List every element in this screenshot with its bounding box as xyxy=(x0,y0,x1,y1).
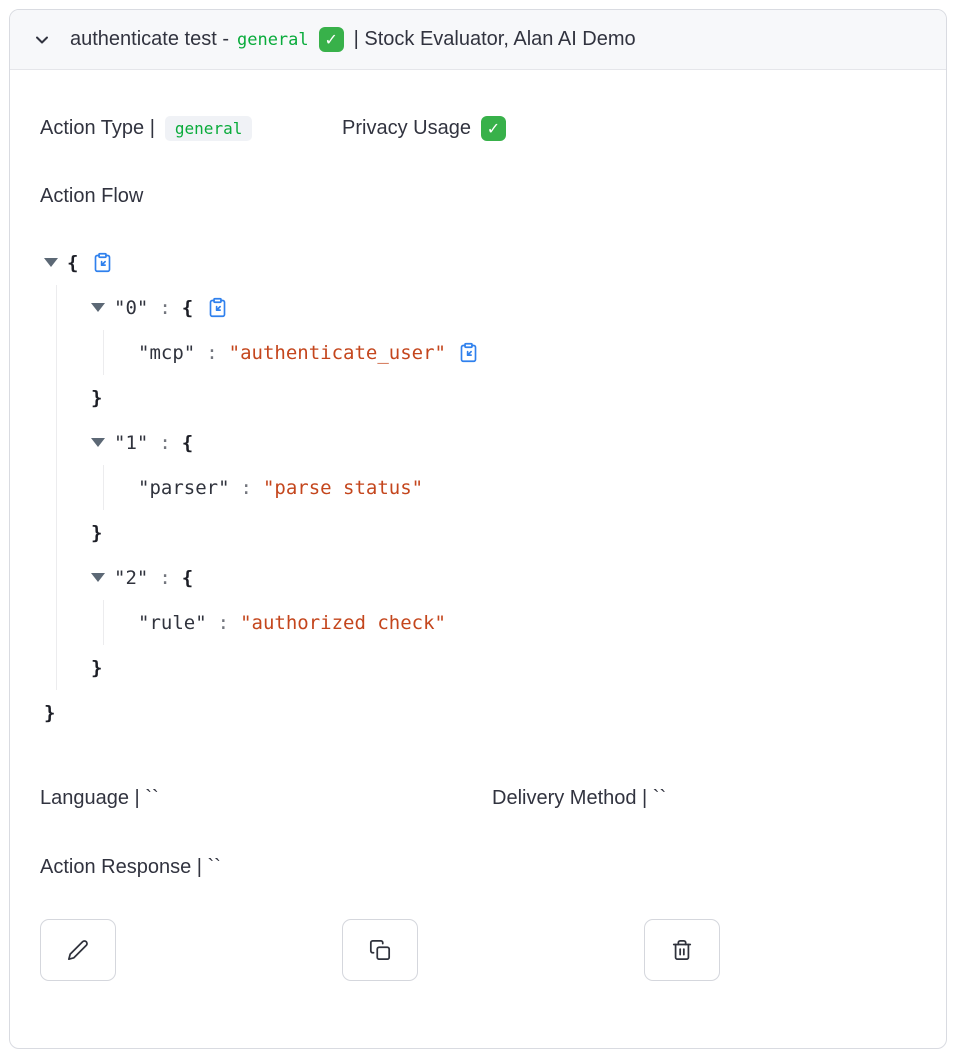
open-brace: { xyxy=(67,251,79,274)
close-brace: } xyxy=(91,386,103,409)
json-colon: : xyxy=(217,611,230,634)
json-viewer: { "0" : { "mcp" xyxy=(44,240,916,735)
json-key: "2" xyxy=(114,566,149,589)
json-value: "authorized check" xyxy=(240,611,446,634)
json-node-children: "parser" : "parse status" xyxy=(103,465,916,510)
expander-header[interactable]: authenticate test - general ✓ | Stock Evalu… xyxy=(10,10,946,70)
json-key: "mcp" xyxy=(138,341,196,364)
collapse-triangle-icon[interactable] xyxy=(91,438,105,447)
collapse-triangle-icon[interactable] xyxy=(91,303,105,312)
json-node-open-line: "0" : { xyxy=(91,285,916,330)
check-icon: ✓ xyxy=(480,116,506,141)
json-node-close-line: } xyxy=(91,645,916,690)
open-brace: { xyxy=(181,296,194,319)
close-brace: } xyxy=(91,656,103,679)
action-type-label: Action Type | xyxy=(40,117,155,139)
trash-icon xyxy=(671,939,693,961)
close-brace: } xyxy=(44,701,56,724)
json-key: "parser" xyxy=(138,476,230,499)
expander-title: authenticate test - general ✓ | Stock Evalu… xyxy=(70,27,636,52)
copy-icon xyxy=(369,939,391,961)
expander-body: Action Type | general Privacy Usage ✓ Ac… xyxy=(10,70,946,1011)
pencil-icon xyxy=(67,939,89,961)
json-colon: : xyxy=(240,476,252,499)
close-brace: } xyxy=(91,521,103,544)
json-colon: : xyxy=(159,431,171,454)
copy-json-icon[interactable] xyxy=(207,297,228,318)
json-colon: : xyxy=(159,566,171,589)
title-prefix: authenticate test - xyxy=(70,28,229,50)
json-leaf-line: "rule" : "authorized check" xyxy=(138,600,916,645)
copy-button[interactable] xyxy=(342,919,418,981)
button-row xyxy=(40,919,916,981)
json-value: "authenticate_user" xyxy=(228,341,446,364)
meta-row: Action Type | general Privacy Usage ✓ xyxy=(40,116,916,141)
check-glyph: ✓ xyxy=(324,31,338,49)
check-icon: ✓ xyxy=(318,27,344,52)
json-root-close-line: } xyxy=(44,690,916,735)
json-node-close-line: } xyxy=(91,375,916,420)
response-row: Action Response | `` xyxy=(40,856,916,879)
json-leaf-line: "mcp" : "authenticate_user" xyxy=(138,330,916,375)
fields-row: Language | `` Delivery Method | `` xyxy=(40,787,916,810)
open-brace: { xyxy=(181,431,194,454)
title-suffix: | Stock Evaluator, Alan AI Demo xyxy=(353,28,636,50)
privacy-usage-field: Privacy Usage ✓ xyxy=(342,116,506,141)
collapse-triangle-icon[interactable] xyxy=(44,258,58,267)
open-brace: { xyxy=(181,566,194,589)
language-label: Language | `` xyxy=(40,787,159,809)
json-node-open-line: "2" : { xyxy=(91,555,916,600)
action-type-value: general xyxy=(164,116,253,141)
check-glyph: ✓ xyxy=(486,120,501,138)
delete-button[interactable] xyxy=(644,919,720,981)
edit-button[interactable] xyxy=(40,919,116,981)
action-flow-label: Action Flow xyxy=(40,185,144,207)
json-key: "1" xyxy=(114,431,149,454)
json-root-children: "0" : { "mcp" : "authenticate_user" xyxy=(56,285,916,690)
privacy-usage-label: Privacy Usage xyxy=(342,117,471,139)
json-node-children: "rule" : "authorized check" xyxy=(103,600,916,645)
delivery-method-label: Delivery Method | `` xyxy=(492,787,667,809)
chevron-down-icon[interactable] xyxy=(32,30,52,50)
json-colon: : xyxy=(159,296,171,319)
json-colon: : xyxy=(206,341,218,364)
expander-card: authenticate test - general ✓ | Stock Evalu… xyxy=(9,9,947,1049)
collapse-triangle-icon[interactable] xyxy=(91,573,105,582)
title-action-type-code: general xyxy=(236,29,309,50)
copy-json-icon[interactable] xyxy=(458,342,479,363)
json-key: "0" xyxy=(114,296,149,319)
json-root-open-line: { xyxy=(44,240,916,285)
action-response-label: Action Response | `` xyxy=(40,856,221,878)
json-key: "rule" xyxy=(138,611,207,634)
json-value: "parse status" xyxy=(262,476,424,499)
json-node-close-line: } xyxy=(91,510,916,555)
action-type-field: Action Type | general xyxy=(40,116,342,141)
json-leaf-line: "parser" : "parse status" xyxy=(138,465,916,510)
copy-json-icon[interactable] xyxy=(92,252,113,273)
json-node-open-line: "1" : { xyxy=(91,420,916,465)
json-node-children: "mcp" : "authenticate_user" xyxy=(103,330,916,375)
